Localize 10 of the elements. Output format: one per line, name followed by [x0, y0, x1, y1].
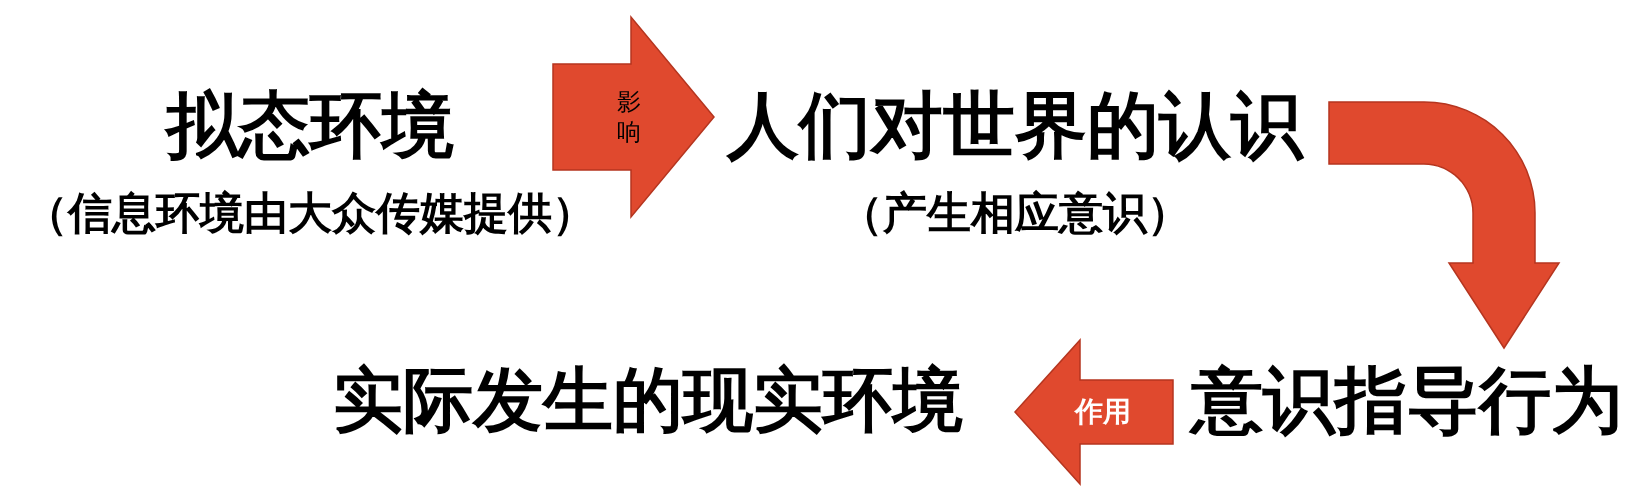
- node-title: 人们对世界的认识: [727, 85, 1303, 165]
- node-subtitle: （信息环境由大众传媒提供）: [24, 186, 596, 240]
- edge-label: 影响: [617, 87, 641, 147]
- block-arrow: [552, 14, 715, 220]
- node-title: 意识指导行为: [1190, 360, 1623, 440]
- node-subtitle: （产生相应意识）: [839, 186, 1191, 240]
- node-title: 实际发生的现实环境: [332, 360, 963, 440]
- block-arrow: [1014, 338, 1174, 486]
- node-title: 拟态环境: [166, 85, 454, 165]
- edge-label: 作用: [1075, 394, 1131, 430]
